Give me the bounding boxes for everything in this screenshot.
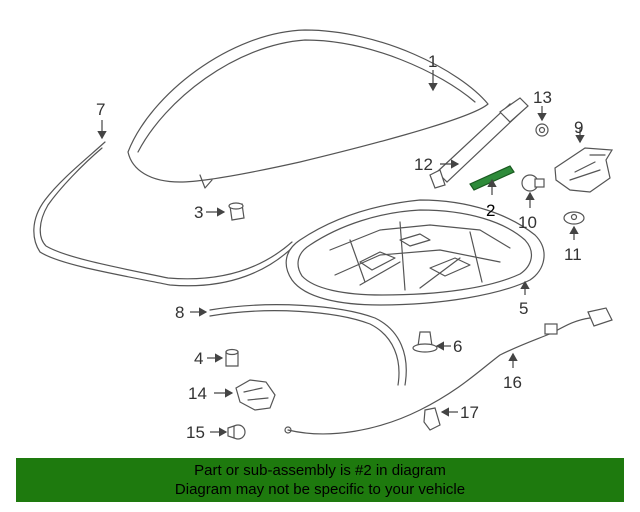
highlighted-part-2 (469, 165, 515, 191)
callout-11: 11 (564, 245, 582, 264)
release-cable (284, 307, 613, 435)
hood-panel (127, 29, 489, 189)
bumper-3 (228, 202, 245, 221)
callout-10: 10 (518, 213, 537, 232)
hood-bumper-13 (535, 123, 549, 137)
bracket-14 (235, 379, 276, 411)
callout-16: 16 (503, 373, 522, 392)
callout-8: 8 (175, 303, 184, 322)
hood-latch (554, 147, 614, 193)
hood-inner-panel (285, 199, 545, 306)
clip-11 (563, 211, 585, 225)
seal-strip-8 (209, 304, 407, 386)
callout-9: 9 (574, 118, 583, 137)
info-banner: Part or sub-assembly is #2 in diagram Di… (16, 458, 624, 502)
callout-15: 15 (186, 423, 205, 442)
callout-14: 14 (188, 384, 207, 403)
callout-12: 12 (414, 155, 433, 174)
callout-2: 2 (486, 201, 495, 220)
hood-seal (33, 141, 296, 287)
parts-diagram: 1 2 3 4 5 6 7 8 9 10 11 12 13 14 15 16 1… (33, 29, 614, 442)
push-pin-6 (412, 331, 438, 353)
callout-4: 4 (194, 349, 203, 368)
hood-lift-support (429, 97, 529, 189)
plug-4 (225, 348, 239, 367)
callout-7: 7 (96, 100, 105, 119)
callout-6: 6 (453, 337, 462, 356)
clip-17 (423, 407, 441, 431)
bolt-10 (521, 174, 545, 192)
banner-line-1: Part or sub-assembly is #2 in diagram (194, 462, 446, 479)
callout-5: 5 (519, 299, 528, 318)
callout-1: 1 (428, 52, 437, 71)
banner-line-2: Diagram may not be specific to your vehi… (174, 481, 466, 498)
fastener-15 (227, 424, 246, 440)
callout-13: 13 (533, 88, 552, 107)
callout-17: 17 (460, 403, 479, 422)
callout-3: 3 (194, 203, 203, 222)
